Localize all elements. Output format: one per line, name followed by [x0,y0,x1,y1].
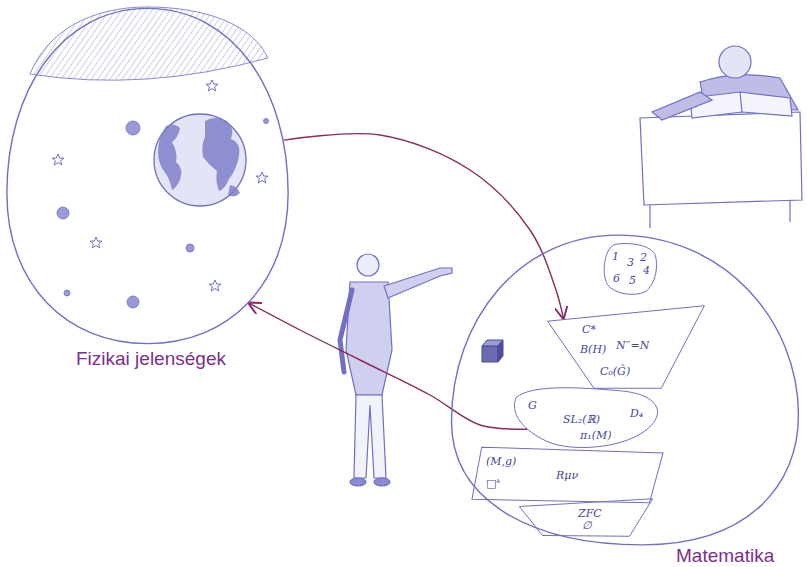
region-heading: Matematika [676,546,774,565]
geometry-sheet: (M,g) □ᵏ Rμν [470,446,665,504]
math-symbol: 1 [612,251,619,264]
reading-man-part [640,112,802,205]
phenomena-region-outline [4,5,291,347]
math-symbol: 4 [643,265,650,278]
phenomena-region-border [7,8,288,343]
math-symbol: B(H) [580,344,606,357]
stars [52,80,268,291]
math-symbol: (M,g) [486,456,516,469]
stars-part [206,80,218,91]
earth-globe-part [158,124,181,190]
mapping-arrow [248,303,527,430]
planets-part [126,121,140,135]
math-symbol: G [528,400,537,413]
phenomena-region: Fizikai jelenségek [4,5,291,347]
math-symbol: ZFC [578,508,602,521]
earth-globe-part [228,185,240,197]
cube-part [482,346,498,362]
sky-cap-part [30,7,268,80]
math-symbol: π₁(M) [580,430,612,443]
reading-man-part [649,205,650,228]
number-set: 1 23456 [603,243,659,295]
pointing-man-part [340,290,352,372]
planets-part [264,119,269,124]
math-symbol: C* [582,324,596,337]
cube-part [498,340,503,362]
planets-part [186,244,194,252]
foundations-sheet: ZFC∅ [518,498,654,537]
stars-part [90,237,102,248]
region-heading: Fizikai jelenségek [76,349,226,368]
group-blob: G SL₂(ℝ) D₄ π₁(M) [508,384,668,452]
number-set-border [604,244,656,295]
math-symbol: Rμν [556,470,578,483]
math-symbol: 2 [640,252,647,265]
sky-cap [30,7,268,80]
math-symbol: □ᵏ [486,478,500,491]
math-symbol: ∅ [582,520,592,533]
math-symbol: D₄ [630,408,643,421]
pointing-man-part [357,254,379,276]
reading-man-part [789,200,790,222]
pointing-man-part [354,395,386,478]
math-symbol: 5 [629,275,636,288]
mapping-arrow [284,134,564,320]
math-symbol: N′′=N [616,340,649,353]
stars-part [52,154,64,165]
operator-algebra-sheet-border [548,306,705,389]
cube [482,340,503,362]
earth-globe [154,114,246,206]
stars-part [256,172,268,183]
reading-man-part [719,46,751,78]
planets [57,119,269,309]
pointing-man-part [374,478,390,486]
earth-globe-part [202,118,239,191]
pointing-man-part [346,282,392,395]
math-symbol: 6 [613,273,620,286]
planets-part [57,207,69,219]
foundations-sheet-border [519,499,652,536]
group-blob-border [514,388,657,448]
operator-algebra-sheet: C* B(H) N′′=N C₀(Ĝ) [546,304,706,390]
reading-man [640,46,802,228]
mathematics-region: 1 23456C* B(H) N′′=N C₀(Ĝ) G SL₂(ℝ) D₄ π₁(M) (M,g… [448,232,802,548]
math-symbol: C₀(Ĝ) [600,366,630,379]
planets-part [64,290,70,296]
earth-globe-part [154,114,246,206]
geometry-sheet-border [472,447,663,503]
pointing-man [340,254,452,486]
stars-part [209,280,221,291]
pointing-man-part [384,268,452,298]
reading-man-part [652,92,712,120]
pointing-man-part [350,478,366,486]
planets-part [127,296,139,308]
math-symbol: SL₂(ℝ) [563,414,600,427]
mathematics-region-border [452,235,799,545]
math-symbol: 3 [627,257,634,270]
reading-man-part [740,92,742,112]
